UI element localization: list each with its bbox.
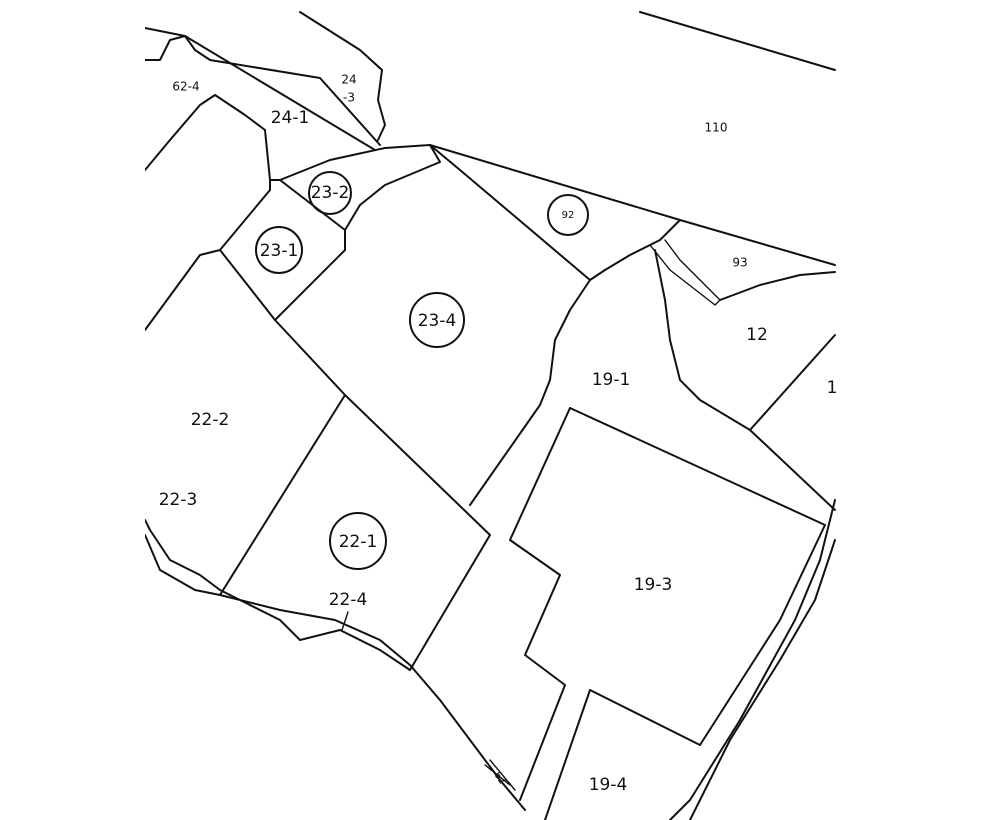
boundary-line — [219, 394, 346, 596]
lot-circle-23-2 — [308, 171, 352, 215]
boundary-line — [669, 499, 836, 820]
lot-circle-92 — [547, 194, 589, 236]
boundary-line — [274, 249, 346, 321]
boundary-line — [145, 35, 186, 61]
lot-label-62-4: 62-4 — [172, 80, 199, 94]
lot-label-19-3: 19-3 — [634, 575, 673, 595]
boundary-line — [184, 35, 381, 146]
lot-label-23-2: 23-2 — [311, 183, 350, 203]
lot-label-12: 12 — [746, 325, 768, 345]
boundary-line — [484, 764, 511, 786]
boundary-line — [489, 759, 516, 791]
boundary-line — [341, 611, 349, 631]
lot-circle-23-1 — [255, 226, 303, 274]
boundary-line — [344, 144, 441, 231]
boundary-line — [654, 249, 836, 511]
cadastral-map: 62-4 24-1 24 -3 110 23-2 92 93 23-1 23-4… — [145, 0, 840, 820]
boundary-line — [409, 534, 491, 671]
lot-label-110: 110 — [705, 121, 728, 135]
boundary-line — [719, 271, 836, 301]
boundary-line — [544, 689, 591, 820]
boundary-line — [569, 407, 826, 526]
circle-marks — [255, 171, 589, 570]
lot-label-19-1: 19-1 — [592, 370, 631, 390]
lot-label-1: 1 — [827, 378, 838, 398]
lot-labels: 62-4 24-1 24 -3 110 23-2 92 93 23-1 23-4… — [159, 73, 838, 796]
boundary-line — [589, 689, 701, 746]
boundary-line — [689, 539, 836, 820]
lot-label-23-1: 23-1 — [260, 241, 299, 261]
boundary-line — [145, 94, 271, 181]
boundary-line — [639, 11, 836, 71]
lot-label-23-4: 23-4 — [418, 311, 457, 331]
boundary-line — [589, 219, 681, 281]
lot-label-93: 93 — [732, 256, 747, 270]
lot-label-22-1: 22-1 — [339, 532, 378, 552]
boundary-line — [145, 179, 271, 331]
lot-label-24-3-bottom: -3 — [343, 91, 355, 105]
boundary-line — [274, 319, 491, 536]
boundary-line — [699, 524, 826, 746]
boundary-line — [469, 279, 591, 506]
boundary-lines — [145, 11, 836, 820]
lot-label-24-1: 24-1 — [271, 108, 310, 128]
lot-label-24-3-top: 24 — [341, 73, 356, 87]
lot-label-22-4: 22-4 — [329, 590, 368, 610]
boundary-line — [145, 534, 526, 811]
lot-label-22-2: 22-2 — [191, 410, 230, 430]
boundary-line — [649, 239, 721, 306]
map-canvas: 62-4 24-1 24 -3 110 23-2 92 93 23-1 23-4… — [145, 11, 838, 820]
lot-label-19-4: 19-4 — [589, 775, 628, 795]
lot-circle-23-4 — [409, 292, 465, 348]
lot-circle-22-1 — [329, 512, 387, 570]
boundary-line — [145, 519, 411, 671]
boundary-line — [219, 249, 276, 321]
boundary-line — [509, 407, 571, 801]
boundary-line — [749, 334, 836, 431]
lot-label-22-3: 22-3 — [159, 490, 198, 510]
boundary-line — [429, 144, 591, 281]
boundary-line — [299, 11, 386, 141]
lot-label-92: 92 — [562, 210, 575, 221]
